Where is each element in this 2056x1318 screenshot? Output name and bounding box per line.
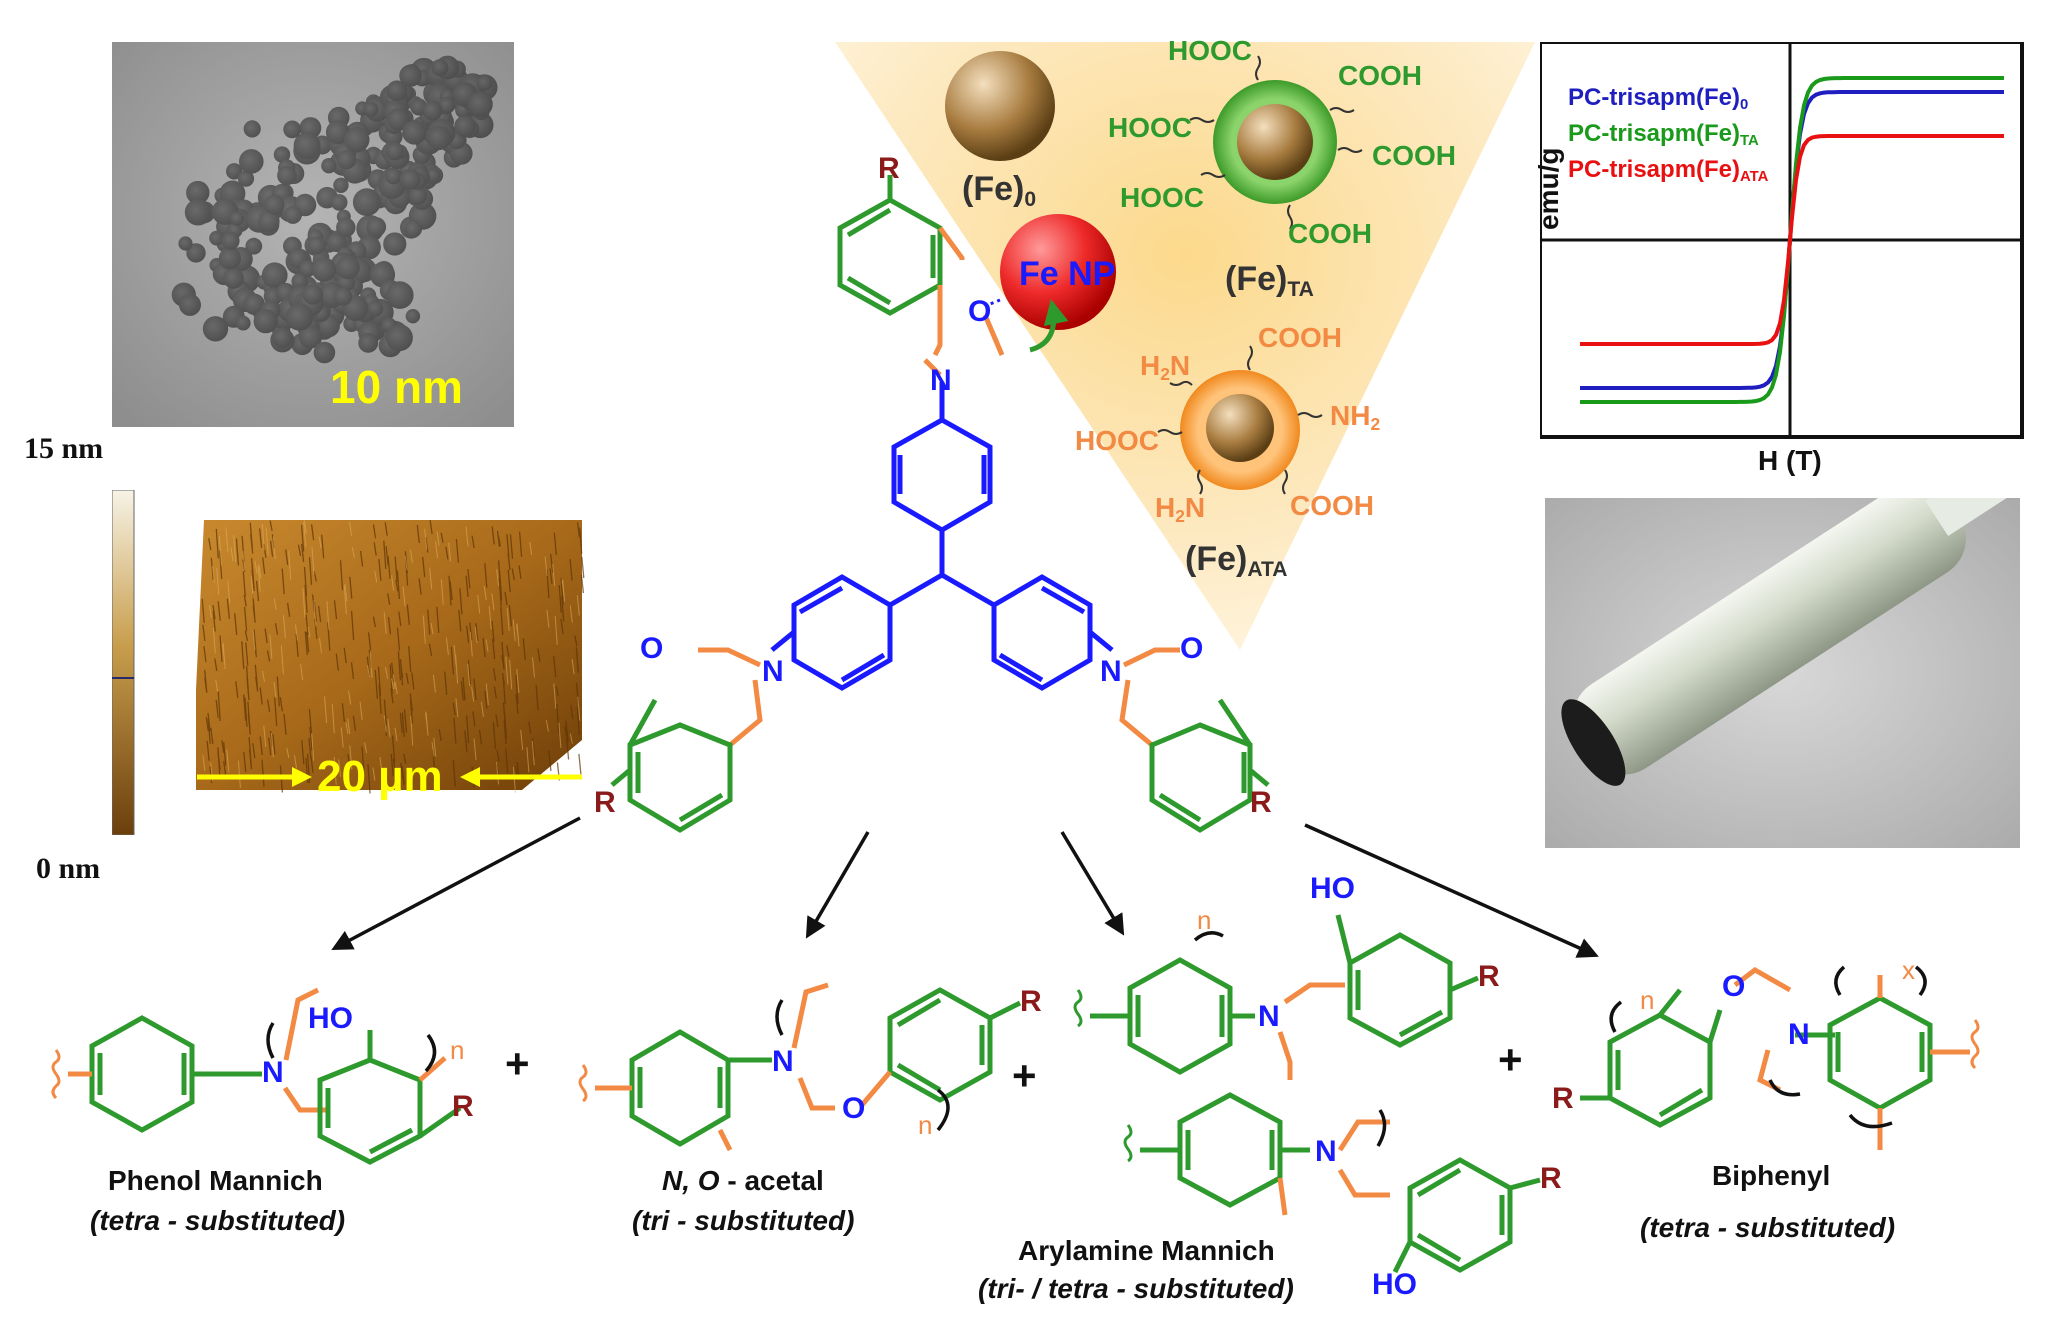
product-3-subst: (tri- / tetra - substituted) — [978, 1273, 1294, 1304]
atom-n-top: N — [930, 364, 952, 397]
ata-h2n-1: H2N — [1140, 350, 1191, 384]
right-benzoxazine — [1119, 647, 1270, 833]
atom-o-top: O — [968, 295, 992, 328]
plus-3: + — [1498, 1036, 1523, 1083]
tem-scale-label: 10 nm — [330, 361, 463, 413]
plot-xlabel: H (T) — [1758, 445, 1822, 476]
atom-o-left: O — [640, 632, 664, 665]
product-2-subst: (tri - substituted) — [632, 1205, 855, 1236]
p3-n-rep: n — [1197, 905, 1212, 935]
product-1-subst: (tetra - substituted) — [90, 1205, 346, 1236]
p1-ho: HO — [308, 1002, 353, 1035]
fe-ta-particle-core — [1237, 104, 1313, 180]
fe-ta-linkers — [1189, 55, 1363, 230]
afm-zmax-label: 15 nm — [24, 432, 104, 465]
fe-ta-label: (Fe)TA — [1225, 260, 1314, 301]
triphenylmethane-core — [770, 417, 1114, 691]
plus-2: + — [1012, 1052, 1037, 1099]
p4-x-rep: x — [1902, 955, 1915, 985]
product-4-name: Biphenyl — [1712, 1160, 1831, 1191]
ta-cooh-1: COOH — [1338, 60, 1422, 91]
tem-image — [112, 42, 514, 427]
atom-r-right: R — [1250, 786, 1272, 819]
ta-hooc-2: HOOC — [1108, 112, 1192, 143]
p3-r-top: R — [1478, 960, 1500, 993]
p1-n: N — [262, 1056, 284, 1089]
fe0-label: (Fe)0 — [962, 170, 1037, 211]
p4-n-rep: n — [1640, 985, 1655, 1015]
p3-r-bottom: R — [1540, 1162, 1562, 1195]
product-no-acetal — [595, 982, 1022, 1152]
reaction-arrows — [331, 816, 1599, 958]
ata-nh2-1: NH2 — [1330, 400, 1381, 434]
fe-ata-label: (Fe)ATA — [1185, 540, 1288, 581]
top-benzoxazine — [837, 175, 1005, 420]
ta-cooh-2: COOH — [1372, 140, 1456, 171]
p3-ho-bottom: HO — [1372, 1268, 1417, 1301]
p2-r: R — [1020, 985, 1042, 1018]
ta-hooc-1: HOOC — [1168, 35, 1252, 66]
atom-o-right: O — [1180, 632, 1204, 665]
p2-n: N — [772, 1045, 794, 1078]
product-3-name: Arylamine Mannich — [1018, 1235, 1275, 1266]
p2-o: O — [842, 1092, 866, 1125]
tem-micrograph: 10 nm — [112, 42, 514, 427]
product-2-name: N, O - acetal — [662, 1165, 824, 1196]
afm-topography: 15 nm 0 nm 20 µm — [24, 432, 597, 885]
p4-o: O — [1722, 970, 1746, 1003]
atom-r-left: R — [594, 786, 616, 819]
highlight-triangle — [835, 42, 1535, 650]
product-phenol-mannich — [68, 987, 462, 1165]
fe-ata-linkers — [1157, 345, 1323, 495]
p3-n-bottom: N — [1315, 1135, 1337, 1168]
afm-scale-label: 20 µm — [317, 752, 443, 801]
sample-photo — [1545, 457, 2020, 848]
p2-n-rep: n — [918, 1110, 933, 1140]
fe0-particle — [945, 51, 1055, 161]
p3-ho-top: HO — [1310, 872, 1355, 905]
hysteresis-curve — [1580, 134, 2004, 346]
fe-np-label: Fe NP — [1019, 255, 1116, 293]
p4-r: R — [1552, 1082, 1574, 1115]
atom-n-left: N — [762, 655, 784, 688]
afm-image — [111, 489, 592, 836]
ata-hooc-1: HOOC — [1075, 425, 1159, 456]
p4-n: N — [1788, 1018, 1810, 1051]
atom-n-right: N — [1100, 655, 1122, 688]
legend-entry: PC-trisapm(Fe)TA — [1568, 120, 1759, 150]
ata-cooh-1: COOH — [1258, 322, 1342, 353]
p3-n-top: N — [1258, 1000, 1280, 1033]
fe-np-sphere — [1000, 214, 1116, 330]
p1-n-rep: n — [450, 1035, 465, 1065]
plus-1: + — [505, 1040, 530, 1087]
afm-zmin-label: 0 nm — [36, 852, 101, 885]
ata-h2n-2: H2N — [1155, 492, 1206, 526]
fe-ata-particle-core — [1206, 394, 1274, 462]
ta-hooc-3: HOOC — [1120, 182, 1204, 213]
hysteresis-plot — [1540, 42, 2024, 439]
ta-cooh-3: COOH — [1288, 218, 1372, 249]
product-1-name: Phenol Mannich — [108, 1165, 323, 1196]
afm-scale-arrows — [197, 767, 582, 787]
product-4-subst: (tetra - substituted) — [1640, 1212, 1896, 1243]
atom-r-top: R — [878, 152, 900, 185]
product-biphenyl — [1580, 967, 1970, 1150]
legend-entry: PC-trisapm(Fe)ATA — [1568, 156, 1769, 186]
product-arylamine-mannich — [1090, 914, 1541, 1274]
left-benzoxazine — [610, 647, 763, 833]
p1-r: R — [452, 1090, 474, 1123]
legend-entry: PC-trisapm(Fe)0 — [1568, 84, 1749, 114]
plot-ylabel: emu/g — [1533, 147, 1564, 230]
tube-image — [1545, 457, 2020, 848]
ata-cooh-2: COOH — [1290, 490, 1374, 521]
